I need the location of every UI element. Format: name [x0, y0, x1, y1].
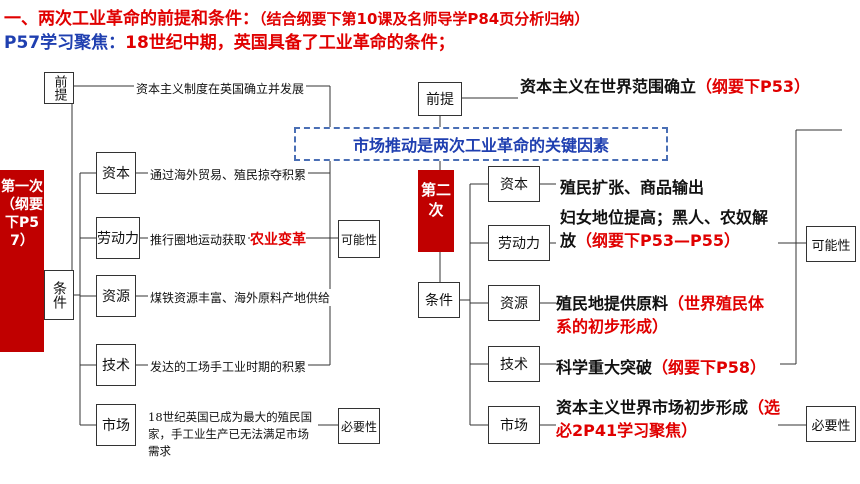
first-possibility-box: 可能性	[338, 220, 380, 258]
second-technology-text: 科学重大突破（纲要下P58）	[556, 358, 767, 377]
first-resources-text: 煤铁资源丰富、海外原料产地供给	[148, 289, 333, 306]
first-labor-box: 劳动力	[96, 217, 140, 259]
second-capital-text: 殖民扩张、商品输出	[560, 178, 705, 197]
first-premise-box: 前提	[44, 72, 74, 104]
center-note: 市场推动是两次工业革命的关键因素	[294, 127, 668, 161]
second-market-box: 市场	[488, 406, 540, 444]
second-market-text: 资本主义世界市场初步形成（选必2P41学习聚焦）	[556, 398, 781, 440]
second-labor-box: 劳动力	[488, 225, 550, 261]
second-conditions-box: 条件	[418, 282, 460, 318]
second-premise-box: 前提	[418, 82, 462, 116]
first-market-text: 18世纪英国已成为最大的殖民国家，手工业生产已无法满足市场需求	[148, 410, 313, 458]
second-capital-box: 资本	[488, 166, 540, 202]
first-technology-box: 技术	[96, 344, 136, 386]
first-labor-text: 推行圈地运动获取	[148, 231, 249, 248]
second-necessity-box: 必要性	[806, 406, 856, 442]
second-possibility-box: 可能性	[806, 226, 856, 262]
first-capital-text: 通过海外贸易、殖民掠夺积累	[148, 166, 309, 183]
study-focus-text: 18世纪中期，英国具备了工业革命的条件；	[125, 33, 455, 53]
header-note: （结合纲要下第10课及名师导学P84页分析归纳）	[259, 10, 590, 28]
header-title: 一、两次工业革命的前提和条件：	[4, 9, 259, 29]
first-revolution-label: 第一次（纲要下P57）	[0, 170, 44, 352]
study-focus-label: P57学习聚焦：	[4, 33, 126, 53]
first-necessity-box: 必要性	[338, 408, 380, 444]
first-market-box: 市场	[96, 404, 136, 446]
second-resources-box: 资源	[488, 285, 540, 321]
header-line-2: P57学习聚焦：18世纪中期，英国具备了工业革命的条件；	[4, 28, 455, 53]
header-line-1: 一、两次工业革命的前提和条件：（结合纲要下第10课及名师导学P84页分析归纳）	[4, 4, 589, 29]
second-labor-text: 妇女地位提高；黑人、农奴解放（纲要下P53—P55）	[560, 208, 769, 250]
first-capital-box: 资本	[96, 152, 136, 194]
second-premise-text: 资本主义在世界范围确立（纲要下P53）	[520, 77, 811, 96]
first-premise-text: 资本主义制度在英国确立并发展	[134, 80, 307, 97]
second-resources-text: 殖民地提供原料（世界殖民体系的初步形成）	[556, 294, 765, 336]
second-technology-box: 技术	[488, 346, 540, 382]
first-labor-highlight: 农业变革	[250, 229, 306, 249]
first-conditions-box: 条件	[44, 270, 74, 320]
first-resources-box: 资源	[96, 275, 136, 317]
second-revolution-label: 第二次	[418, 170, 454, 252]
first-technology-text: 发达的工场手工业时期的积累	[148, 358, 309, 375]
